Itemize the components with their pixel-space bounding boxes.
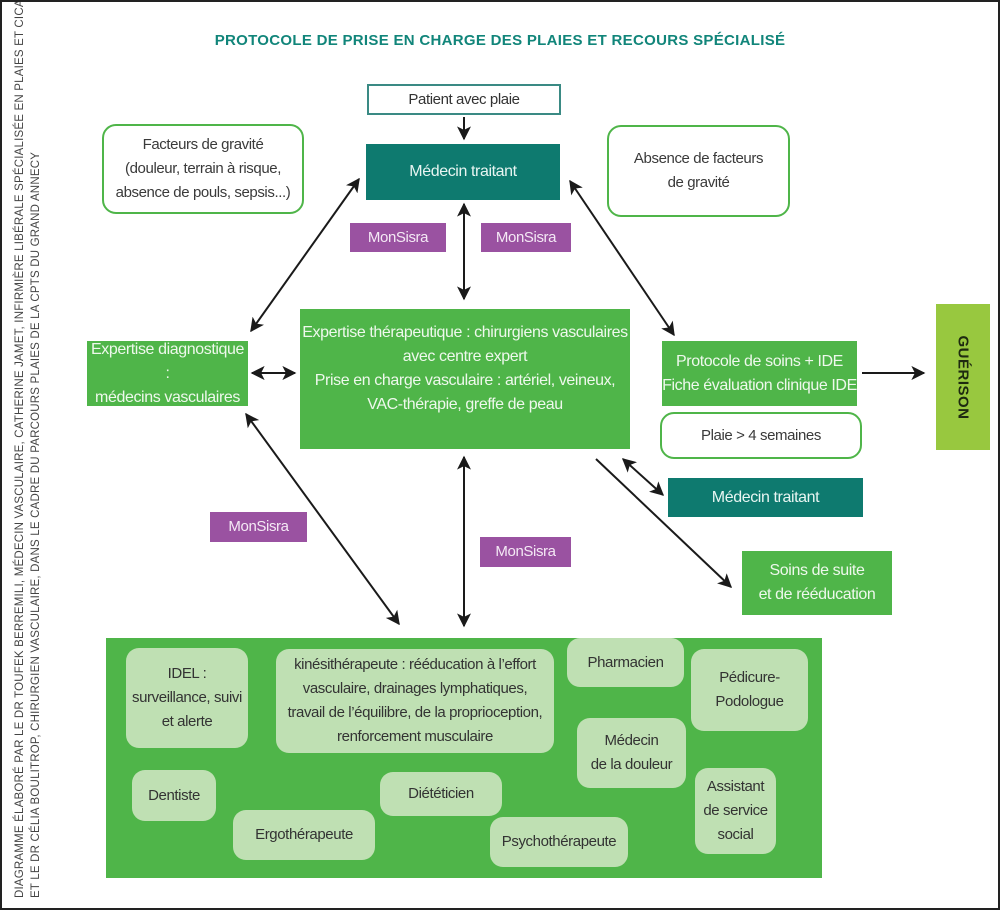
team-member-idel: IDEL : surveillance, suivi et alerte (126, 648, 248, 748)
team-member-physiotherapist-label: kinésithérapeute : rééducation à l’effor… (287, 656, 543, 745)
team-member-podiatrist: Pédicure- Podologue (691, 649, 808, 731)
node-wound-duration: Plaie > 4 semaines (660, 412, 862, 459)
team-member-dietitian: Diététicien (380, 772, 502, 816)
monsisra-tag-2-label: MonSisra (495, 228, 557, 246)
node-gp-bottom: Médecin traitant (668, 478, 863, 517)
team-member-social-worker-label: Assistant de service social (703, 778, 768, 843)
team-member-social-worker: Assistant de service social (695, 768, 776, 854)
team-member-psychotherapist-label: Psychothérapeute (501, 833, 617, 850)
node-gp-top-label: Médecin traitant (409, 163, 517, 180)
arrow-therapeutic-gp-bottom (621, 458, 665, 496)
diagram-title: PROTOCOLE DE PRISE EN CHARGE DES PLAIES … (214, 32, 786, 49)
team-member-podiatrist-label: Pédicure- Podologue (715, 669, 784, 710)
node-care-protocol: Protocole de soins + IDE Fiche évaluatio… (662, 341, 857, 406)
node-patient-label: Patient avec plaie (408, 90, 520, 108)
team-member-physiotherapist: kinésithérapeute : rééducation à l’effor… (276, 649, 554, 753)
node-patient: Patient avec plaie (367, 84, 561, 115)
team-member-occupational-therapist-label: Ergothérapeute (255, 826, 353, 843)
monsisra-tag-4: MonSisra (480, 537, 571, 567)
node-care-protocol-label: Protocole de soins + IDE Fiche évaluatio… (662, 352, 857, 394)
team-member-pain-doctor: Médecin de la douleur (577, 718, 686, 788)
arrow-therapeutic-rehab (595, 458, 733, 588)
team-member-pain-doctor-label: Médecin de la douleur (590, 732, 673, 773)
node-no-severity-label: Absence de facteurs de gravité (633, 150, 764, 191)
team-member-pharmacist: Pharmacien (567, 638, 684, 687)
monsisra-tag-4-label: MonSisra (495, 543, 556, 560)
monsisra-tag-1: MonSisra (350, 223, 446, 252)
node-wound-duration-label: Plaie > 4 semaines (701, 426, 821, 444)
team-member-pharmacist-label: Pharmacien (587, 653, 664, 671)
arrow-gp-care-protocol (569, 179, 675, 337)
team-member-dentist: Dentiste (132, 770, 216, 821)
arrow-diagnostic-team (245, 412, 400, 626)
node-gp-top: Médecin traitant (366, 144, 560, 200)
monsisra-tag-2: MonSisra (481, 223, 571, 252)
monsisra-tag-1-label: MonSisra (367, 228, 429, 246)
node-healing (936, 304, 990, 450)
node-diagnostic-expertise-label: Expertise diagnostique : médecins vascul… (90, 340, 245, 406)
node-rehab: Soins de suite et de rééducation (742, 551, 892, 615)
arrow-gp-diagnostic (250, 177, 360, 333)
team-member-psychotherapist: Psychothérapeute (490, 817, 628, 867)
team-member-occupational-therapist: Ergothérapeute (233, 810, 375, 860)
team-member-dietitian-label: Diététicien (408, 785, 474, 802)
node-diagnostic-expertise: Expertise diagnostique : médecins vascul… (87, 341, 248, 406)
node-gp-bottom-label: Médecin traitant (711, 488, 820, 506)
node-rehab-label: Soins de suite et de rééducation (758, 562, 876, 603)
team-member-dentist-label: Dentiste (148, 786, 200, 804)
team-member-idel-label: IDEL : surveillance, suivi et alerte (132, 665, 242, 730)
